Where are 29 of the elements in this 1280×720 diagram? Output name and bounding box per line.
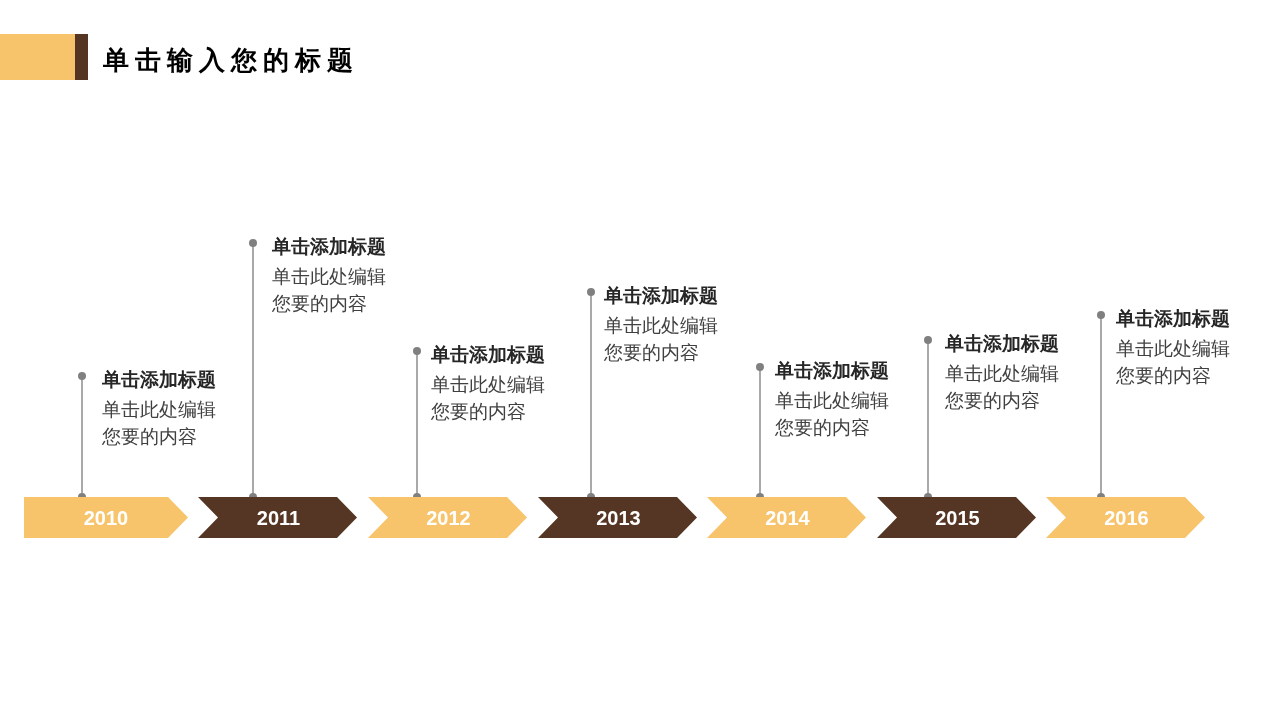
milestone-heading: 单击添加标题 — [272, 236, 387, 258]
timeline-segment — [368, 497, 527, 538]
timeline-segment — [877, 497, 1036, 538]
year-label: 2014 — [764, 507, 810, 528]
milestone-description: 单击此处编辑您要的内容 — [272, 265, 387, 316]
year-label: 2013 — [595, 507, 641, 528]
milestone-heading: 单击添加标题 — [604, 285, 719, 307]
timeline-segment — [538, 497, 697, 538]
milestone-description: 单击此处编辑您要的内容 — [1116, 337, 1231, 388]
milestone-heading: 单击添加标题 — [102, 369, 217, 391]
milestone-description: 单击此处编辑您要的内容 — [431, 373, 546, 424]
year-label: 2015 — [934, 507, 980, 528]
timeline-segment — [1046, 497, 1205, 538]
timeline-segment — [24, 497, 188, 538]
slide-title: 单击输入您的标题 — [103, 44, 359, 77]
year-label: 2016 — [1103, 507, 1149, 528]
milestone-heading: 单击添加标题 — [775, 360, 890, 382]
milestone-description: 单击此处编辑您要的内容 — [945, 362, 1060, 413]
milestone-heading: 单击添加标题 — [1116, 308, 1231, 330]
milestone-description: 单击此处编辑您要的内容 — [775, 389, 890, 440]
milestone-heading: 单击添加标题 — [945, 333, 1060, 355]
timeline-segment — [707, 497, 866, 538]
milestone-description: 单击此处编辑您要的内容 — [604, 314, 719, 365]
milestone-heading: 单击添加标题 — [431, 344, 546, 366]
year-label: 2012 — [425, 507, 471, 528]
year-label: 2010 — [83, 507, 129, 528]
year-label: 2011 — [255, 507, 301, 528]
milestone-description: 单击此处编辑您要的内容 — [102, 398, 217, 449]
timeline-segment — [198, 497, 357, 538]
